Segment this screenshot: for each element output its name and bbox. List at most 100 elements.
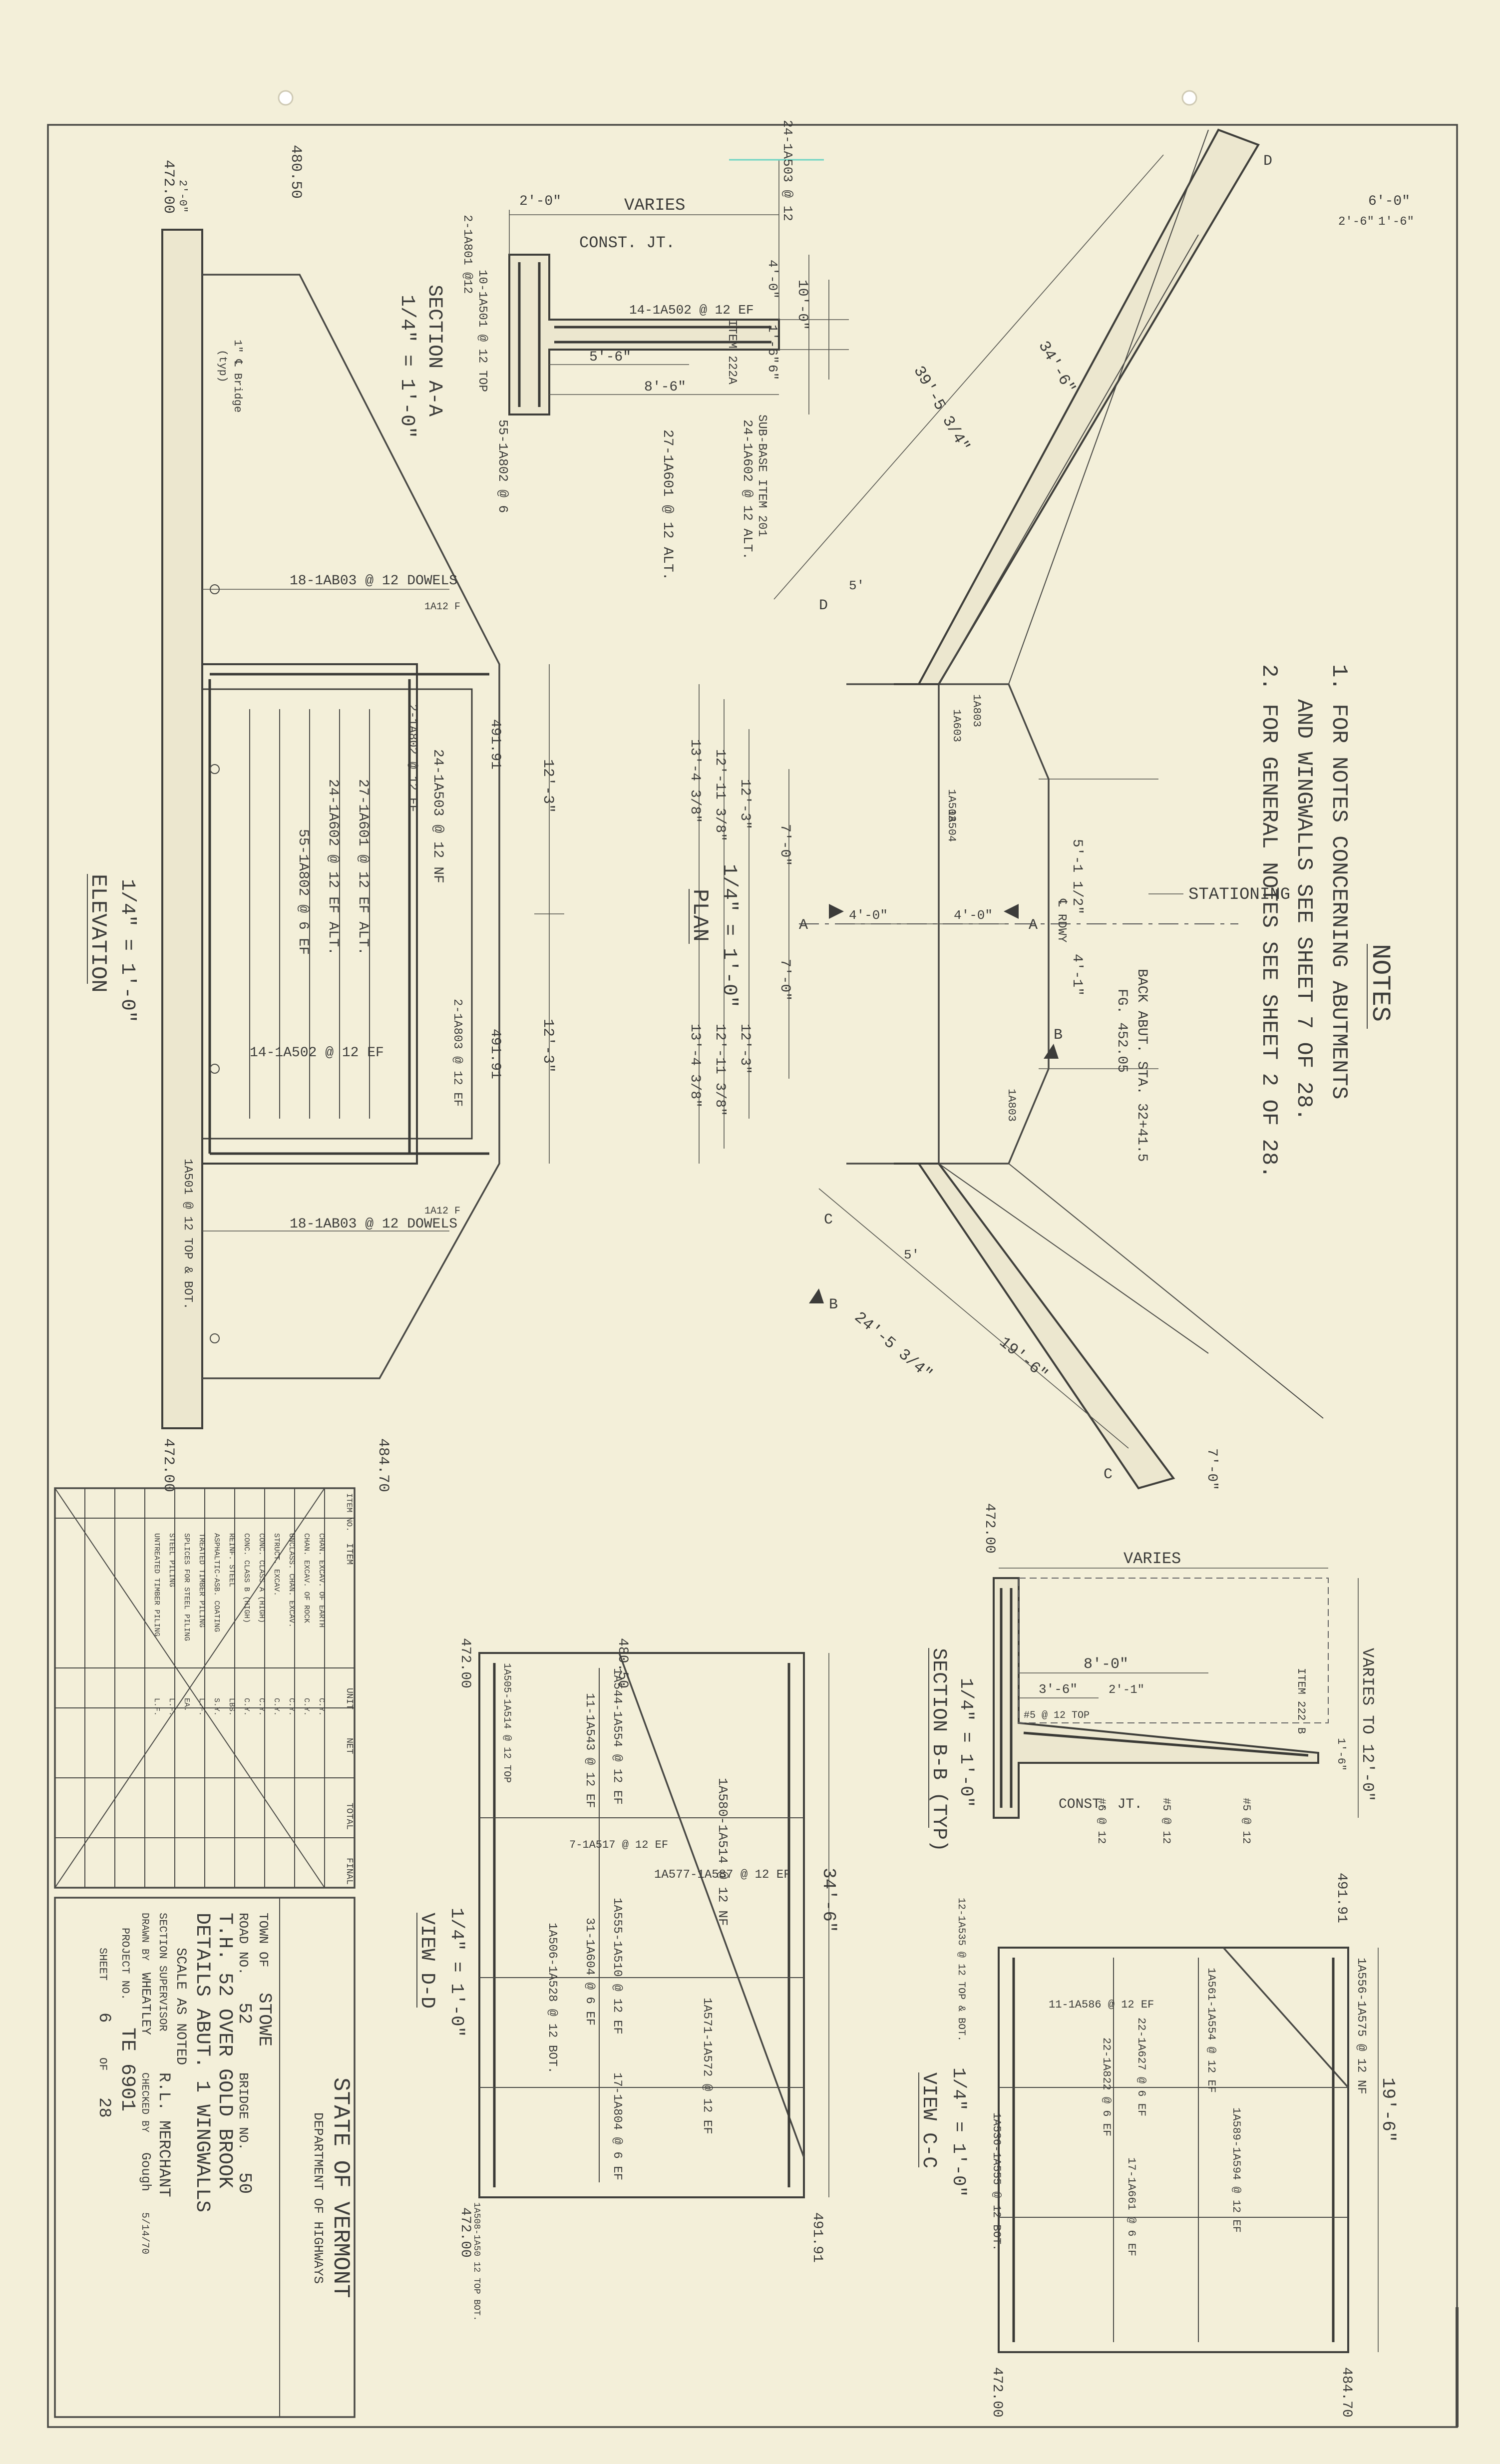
elev-el-2: 472.00 [160, 1438, 177, 1492]
qty-unit-0: C.Y. [317, 1698, 326, 1716]
plan-view: PLAN 1/4" = 1'-0" STATIONING BACK ABUT. … [687, 128, 1414, 1490]
tb-state: STATE OF VERMONT [328, 2077, 354, 2298]
plan-cut-b-bottom: B [829, 1296, 838, 1313]
elev-dim-1: 12'-3" [539, 1019, 556, 1073]
elev-dim-0: 12'-3" [539, 759, 556, 813]
cc-label-6: 1A536-1A555 @ 12 BOT. [990, 2112, 1003, 2251]
plan-dim-0: 13'-4 3/8" [687, 739, 703, 823]
elev-label-4: 24-1A602 @ 12 EF ALT. [325, 779, 341, 955]
aa-title: SECTION A-A [423, 285, 445, 416]
aa-varies: VARIES [624, 196, 685, 215]
aa-dim-4: 1'-6" [765, 325, 780, 364]
elev-label-7: 1A501 @ 12 TOP & BOT. [181, 1159, 194, 1309]
dd-label-8: 1A571-1A572 @ 12 EF [700, 1998, 714, 2134]
tb-scale: SCALE AS NOTED [173, 1948, 188, 2065]
qty-unit-9: EA. [182, 1698, 191, 1711]
tb-sheet: 6 [94, 2013, 113, 2023]
bb-varies: VARIES [1124, 1550, 1181, 1568]
aa-dim-5: 10'-0" [794, 280, 810, 330]
qty-item-1: CHAN. EXCAV. OF ROCK [302, 1533, 311, 1623]
bb-varies-to: VARIES TO 12'-0" [1358, 1648, 1377, 1801]
plan-bar-0: 1A503 [945, 789, 958, 822]
dd-label-4: 1A555-1A510 @ 12 EF [610, 1898, 624, 2035]
qty-header-0: ITEM NO. [345, 1493, 354, 1532]
section-bb: VARIES VARIES TO 12'-0" CONST. JT. 472.0… [927, 1503, 1377, 1852]
plan-bar-3: 1A603 [950, 709, 963, 742]
elev-el-3: 484.70 [375, 1438, 391, 1492]
tb-supervisor: R.L. MERCHANT [155, 2072, 173, 2197]
cc-el-1: 484.70 [1339, 2367, 1354, 2418]
qty-header-2: UNIT [344, 1688, 354, 1709]
qty-unit-3: C.Y. [272, 1698, 281, 1716]
tb-drawn-label: DRAWN BY [139, 1913, 150, 1961]
plan-dim-18: 1'-6" [1378, 215, 1414, 229]
elev-label-5: 55-1A802 @ 6 EF [295, 829, 311, 955]
notes-line-2: AND WINGWALLS SEE SHEET 7 OF 28. [1291, 699, 1316, 1121]
plan-bar-1: 1A504 [945, 809, 958, 842]
elev-el-0: 472.00 [160, 160, 177, 214]
plan-scale: 1/4" = 1'-0" [718, 864, 740, 1008]
qty-item-4: CONC. CLASS A (HIGH) [257, 1533, 266, 1623]
qty-item-6: REINF. STEEL [227, 1533, 236, 1587]
plan-dim-20: 5' [849, 578, 864, 593]
aa-const-jt: CONST. JT. [579, 234, 675, 252]
dd-el-0: 472.00 [457, 1638, 473, 1688]
dd-label-7: 1A506-1A528 @ 12 BOT. [545, 1923, 559, 2073]
elev-label-3: 27-1A601 @ 12 EF ALT. [355, 779, 371, 955]
dd-scale: 1/4" = 1'-0" [446, 1908, 467, 2037]
qty-item-7: ASPHALTIC-ASB. COATING [212, 1533, 221, 1632]
plan-dim-1: 12'-11 3/8" [712, 749, 728, 841]
bb-dim-2: 2'-1" [1109, 1683, 1144, 1697]
tb-project-label: PROJECT NO. [119, 1928, 131, 2000]
tb-title-2: DETAILS ABUT. 1 WINGWALLS [191, 1913, 213, 2212]
tb-supervisor-label: SECTION SUPERVISOR [156, 1913, 169, 2032]
bb-label-3: #5 @ 12 TOP [1024, 1710, 1090, 1721]
plan-dim-17: 2'-6" [1338, 215, 1374, 229]
qty-item-5: CONC. CLASS B (HIGH) [242, 1533, 251, 1623]
qty-item-10: STEEL PILING [167, 1533, 176, 1587]
tb-bridge: 50 [234, 2172, 255, 2194]
dd-label-9: 17-1A804 @ 6 EF [610, 2072, 624, 2180]
bb-dim-1: 3'-6" [1039, 1682, 1078, 1697]
plan-cl-roadway: ℄ RDWY [1055, 898, 1068, 942]
sheet-border [47, 124, 1458, 2428]
qty-header-5: FINAL [344, 1858, 354, 1885]
dd-label-5: 31-1A604 @ 6 EF [583, 1918, 596, 2026]
elev-el-5: 491.91 [487, 1029, 503, 1079]
qty-item-0: CHAN. EXCAV. OF EARTH [317, 1533, 326, 1628]
aa-label-0: 2-1A801 @12 [460, 215, 474, 294]
tb-drawn: WHEATLEY [138, 1973, 153, 2035]
cc-scale: 1/4" = 1'-0" [948, 2067, 969, 2197]
aa-dim-2: 8'-6" [644, 380, 686, 395]
qty-unit-5: C.Y. [242, 1698, 251, 1716]
dd-el-1: 480.50 [615, 1638, 630, 1688]
dd-label-1: 11-1A543 @ 12 EF [583, 1693, 596, 1808]
tb-project: TE 6901 [116, 2028, 138, 2111]
dd-el-2: 491.91 [809, 2212, 825, 2263]
aa-label-5: 55-1A802 @ 6 [495, 419, 510, 513]
plan-bar-4: 1A803 [1005, 1089, 1018, 1122]
aa-dim-3: 4'-0" [765, 260, 780, 299]
plan-dim-5: 12'-3" [737, 1024, 752, 1074]
plan-dim-21: 5' [904, 1247, 919, 1262]
bb-label-0: ITEM 222 B [1295, 1668, 1307, 1734]
aa-label-4: 24-1A602 @ 12 ALT. [740, 419, 755, 560]
qty-unit-7: S.Y. [212, 1698, 221, 1716]
plan-dim-6: 12'-11 3/8" [712, 1024, 728, 1116]
cc-label-3: 17-1A661 @ 6 EF [1125, 2157, 1137, 2256]
tb-road: 52 [234, 2003, 255, 2024]
qty-header-1: ITEM [344, 1543, 354, 1565]
elev-label-11: 1A12 F [424, 1206, 460, 1217]
tb-road-label: ROAD NO. [236, 1913, 251, 1975]
bb-label-1: #5 @ 12 [1240, 1798, 1252, 1844]
dd-label-11: 1A508-1A50 12 TOP BOT. [471, 2202, 481, 2321]
dd-label-10: 1A580-1A514 @ 12 NF [715, 1778, 730, 1926]
plan-dim-16: 6'-0" [1368, 194, 1410, 209]
plan-dim-11: 4'-1" [1069, 954, 1085, 996]
qty-item-2: UNCLASS. CHAN. EXCAV. [287, 1533, 296, 1628]
elevation-view: 472.00 480.50 472.00 484.70 491.91 491.9… [85, 145, 564, 1492]
elev-misc-2: (typ) [216, 350, 229, 383]
aa-label-3: 27-1A601 @ 12 ALT. [660, 429, 675, 580]
